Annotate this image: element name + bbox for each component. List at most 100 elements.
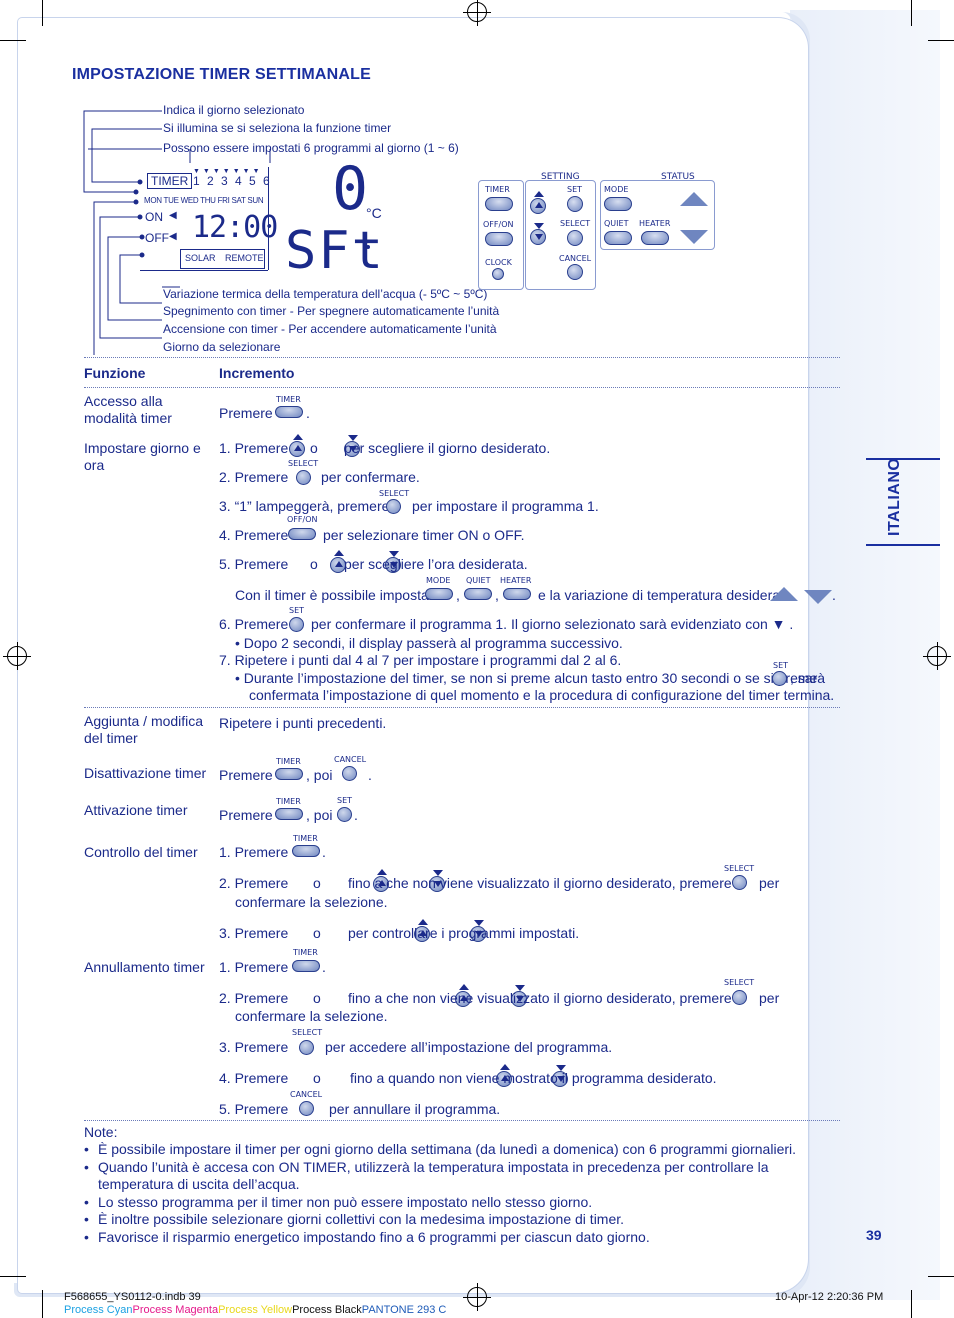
lcd-program-numbers: 1 2 3 4 5 6	[193, 174, 272, 188]
cancel-btn-label: CANCEL	[334, 755, 367, 764]
remote-cancel-button[interactable]	[567, 264, 583, 280]
lcd-sft: SFt	[285, 221, 385, 281]
timer-btn-label: TIMER	[293, 948, 318, 957]
timer-btn-label: TIMER	[276, 797, 301, 806]
step-1: 1. Premere	[219, 440, 289, 456]
timer-btn-label: TIMER	[293, 834, 318, 843]
set-btn-label: SET	[773, 661, 789, 670]
footer-magenta: Process Magenta	[132, 1304, 219, 1316]
func-impostare-giorno: Impostare giorno e ora	[84, 440, 201, 473]
timer-button-icon	[292, 960, 320, 972]
step-2-text: fino a che non viene visualizzato il gio…	[348, 990, 732, 1006]
crop-mark	[928, 1276, 954, 1277]
cancel-btn-label: CANCEL	[290, 1090, 323, 1099]
set-button-icon	[337, 807, 352, 822]
cancel-button-icon	[299, 1101, 314, 1116]
lcd-time: 12:00	[192, 210, 278, 245]
label-spegnimento-timer: Spegnimento con timer - Per spegnere aut…	[163, 304, 500, 318]
header-incremento: Incremento	[219, 365, 295, 381]
select-button-icon	[732, 875, 747, 890]
footer-yellow: Process Yellow	[218, 1304, 293, 1316]
footer-cyan: Process Cyan	[64, 1304, 133, 1316]
down-button-icon	[551, 1064, 568, 1087]
select-button-icon	[732, 990, 747, 1005]
crop-mark	[0, 1276, 26, 1277]
lcd-timer-label: TIMER	[147, 173, 193, 189]
select-btn-label: SELECT	[288, 459, 319, 468]
step-or: o	[310, 440, 318, 456]
registration-mark-bottom	[463, 1283, 491, 1311]
timer-button-icon	[275, 768, 303, 780]
step-or: o	[313, 1070, 321, 1086]
heater-button-icon	[503, 588, 531, 600]
select-btn-label: SELECT	[724, 864, 755, 873]
comma: ,	[495, 587, 499, 603]
offon-button-icon	[288, 528, 316, 540]
page-background-strip	[790, 10, 940, 1300]
remote-set-label: SET	[567, 185, 583, 194]
remote-down-button[interactable]	[530, 223, 546, 245]
remote-set-button[interactable]	[567, 196, 583, 212]
page-title: IMPOSTAZIONE TIMER SETTIMANALE	[72, 66, 372, 83]
remote-clock-button[interactable]	[492, 268, 504, 280]
select-btn-label: SELECT	[292, 1028, 323, 1037]
func-aggiunta-modifica: Aggiunta / modifica del timer	[84, 713, 204, 746]
step-3-text: per controllare i programmi impostati.	[348, 925, 580, 941]
remote-select-button[interactable]	[567, 230, 583, 246]
remote-quiet-button[interactable]	[604, 231, 632, 245]
set-btn-label: SET	[289, 606, 305, 615]
lcd-unit: °C	[366, 205, 382, 221]
up-button-icon	[495, 1063, 512, 1087]
step-2-per: per	[759, 990, 780, 1006]
note-bullet: •	[84, 1211, 89, 1227]
step-3: 3. Premere	[219, 925, 289, 941]
lcd-solar: SOLAR	[185, 253, 216, 263]
registration-mark-top	[463, 0, 491, 26]
lcd-remote: REMOTE	[225, 253, 264, 263]
remote-clock-label: CLOCK	[485, 258, 512, 267]
lcd-off-arrow: ◀	[169, 231, 177, 242]
set-button-icon	[289, 617, 304, 632]
remote-timer-button[interactable]	[485, 197, 513, 211]
step-3: 3. “1” lampeggerà, premere	[219, 498, 390, 514]
remote-mode-button[interactable]	[604, 197, 632, 211]
step-or: o	[313, 990, 321, 1006]
step-5-text: per scegliere l’ora desiderata.	[344, 556, 528, 572]
period: .	[322, 844, 326, 860]
step-2: 2. Premere	[219, 875, 289, 891]
period: .	[306, 405, 310, 421]
down-button-icon	[385, 550, 402, 573]
registration-mark-left	[3, 642, 31, 670]
note-bullet: •	[84, 1159, 89, 1175]
step-text: Premere	[219, 807, 273, 823]
lcd-divider	[268, 167, 269, 270]
remote-temp-up-button[interactable]	[680, 190, 708, 208]
divider	[84, 707, 840, 708]
step-5: 5. Premere	[219, 1101, 289, 1117]
select-button-icon	[299, 1040, 314, 1055]
step-6-text: per confermare il programma 1. Il giorno…	[311, 616, 794, 632]
remote-offon-button[interactable]	[485, 232, 513, 246]
step-text: Premere	[219, 405, 273, 421]
remote-heater-button[interactable]	[641, 231, 669, 245]
up-button-icon	[413, 918, 430, 942]
step-3-text: per impostare il programma 1.	[412, 498, 599, 514]
step-4-text: fino a quando non viene mostrato il prog…	[350, 1070, 717, 1086]
label-variazione-termica: Variazione termica della temperatura del…	[163, 287, 488, 301]
func-annullamento: Annullamento timer	[84, 959, 205, 975]
up-button-icon	[329, 549, 346, 573]
set-btn-label: SET	[337, 796, 353, 805]
registration-mark-right	[923, 642, 951, 670]
mode-btn-label: MODE	[426, 576, 451, 585]
lcd-mode-box: SOLAR REMOTE	[180, 249, 265, 269]
lcd-off: OFF	[145, 231, 169, 245]
step-2: 2. Premere	[219, 469, 289, 485]
lcd-day-markers: ▼▼▼▼▼▼▼	[193, 168, 263, 175]
lcd-on: ON	[145, 210, 163, 224]
remote-up-button[interactable]	[530, 191, 546, 214]
divider	[84, 1120, 840, 1121]
remote-quiet-label: QUIET	[604, 219, 629, 228]
remote-temp-down-button[interactable]	[680, 228, 708, 246]
step-then: , poi	[306, 807, 333, 823]
down-button-icon	[429, 869, 446, 892]
